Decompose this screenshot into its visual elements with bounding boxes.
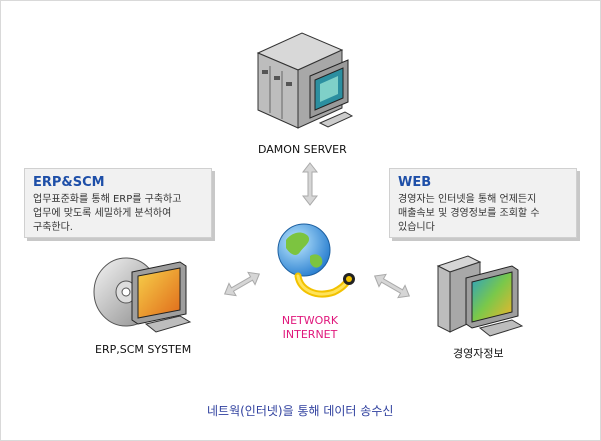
network-label: NETWORK INTERNET xyxy=(270,314,350,342)
tower-computer-icon xyxy=(436,255,524,337)
erp-system-label: ERP,SCM SYSTEM xyxy=(95,343,192,356)
erp-scm-info-box: ERP&SCM 업무표준화를 통해 ERP를 구축하고 업무에 맞도록 세밀하게… xyxy=(24,168,212,238)
erp-scm-line-1: 업무표준화를 통해 ERP를 구축하고 xyxy=(33,194,182,205)
server-icon xyxy=(256,32,354,129)
web-line-1: 경영자는 인터넷을 통해 언제든지 xyxy=(398,194,537,205)
web-info-box: WEB 경영자는 인터넷을 통해 언제든지 매출속보 및 경영정보를 조회할 수… xyxy=(389,168,577,238)
double-arrow-right-icon xyxy=(373,273,411,299)
diagram-caption: 네트웍(인터넷)을 통해 데이터 송수신 xyxy=(207,404,394,418)
web-line-2: 매출속보 및 경영정보를 조회할 수 xyxy=(398,208,540,219)
erp-scm-line-3: 구축한다. xyxy=(33,222,73,233)
network-label-line-2: INTERNET xyxy=(282,328,338,341)
web-line-3: 있습니다 xyxy=(398,222,435,233)
double-arrow-left-icon xyxy=(223,271,261,297)
erp-scm-line-2: 업무에 맞도록 세밀하게 분석하여 xyxy=(33,208,172,219)
globe-icon xyxy=(277,223,355,298)
server-label: DAMON SERVER xyxy=(258,143,347,156)
erp-scm-title: ERP&SCM xyxy=(33,175,105,190)
network-label-line-1: NETWORK xyxy=(281,314,339,327)
cd-computer-icon xyxy=(93,257,192,333)
web-title: WEB xyxy=(398,175,432,190)
double-arrow-vertical-icon xyxy=(301,162,319,206)
executive-info-label: 경영자정보 xyxy=(453,347,504,360)
